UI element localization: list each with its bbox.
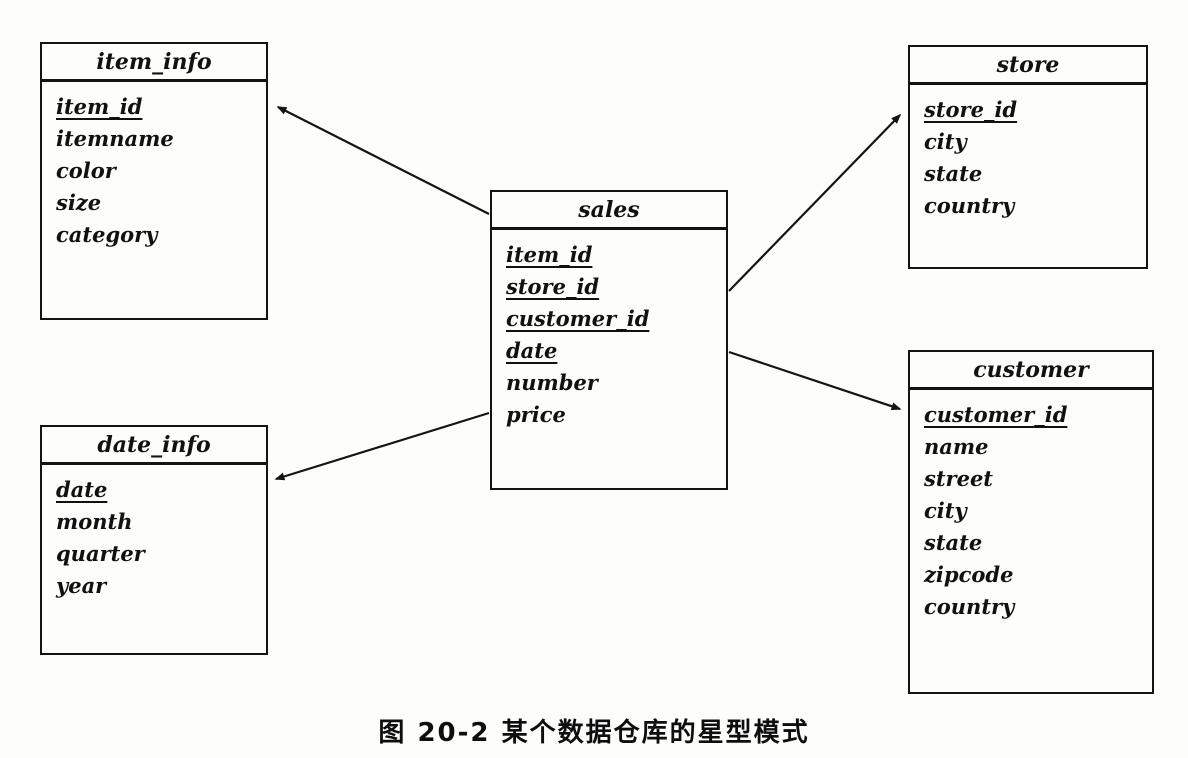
table-field: store_id: [924, 97, 1018, 122]
table-field: number: [506, 370, 598, 395]
table-field: year: [56, 573, 107, 598]
table-field: itemname: [56, 126, 174, 151]
table-title: store: [910, 47, 1146, 85]
table-field: customer_id: [924, 402, 1068, 427]
table-date-info: date_info date month quarter year: [40, 425, 268, 655]
table-title: item_info: [42, 44, 266, 82]
table-title: sales: [492, 192, 726, 230]
table-field: country: [924, 594, 1015, 619]
arrow-sales-to-item-info: [276, 106, 490, 215]
table-field: city: [924, 129, 967, 154]
table-item-info: item_info item_id itemname color size ca…: [40, 42, 268, 320]
table-field: color: [56, 158, 116, 183]
arrow-sales-to-customer: [728, 350, 902, 411]
table-field: state: [924, 530, 983, 555]
table-field: date: [506, 338, 558, 363]
figure-caption: 图 20-2 某个数据仓库的星型模式: [378, 718, 810, 748]
table-field: zipcode: [924, 562, 1014, 587]
field-list: customer_id name street city state zipco…: [910, 390, 1152, 631]
table-field: category: [56, 222, 158, 247]
arrow-sales-to-store: [728, 113, 902, 292]
table-sales: sales item_id store_id customer_id date …: [490, 190, 728, 490]
table-field: customer_id: [506, 306, 650, 331]
table-field: street: [924, 466, 994, 491]
table-field: item_id: [56, 94, 143, 119]
table-field: name: [924, 434, 989, 459]
table-field: item_id: [506, 242, 593, 267]
table-customer: customer customer_id name street city st…: [908, 350, 1154, 694]
table-field: quarter: [56, 541, 145, 566]
field-list: item_id store_id customer_id date number…: [492, 230, 726, 439]
table-field: size: [56, 190, 102, 215]
field-list: date month quarter year: [42, 465, 266, 610]
table-field: city: [924, 498, 967, 523]
table-store: store store_id city state country: [908, 45, 1148, 269]
table-field: price: [506, 402, 566, 427]
arrow-sales-to-date-info: [274, 411, 490, 481]
table-field: month: [56, 509, 133, 534]
table-field: state: [924, 161, 983, 186]
table-title: date_info: [42, 427, 266, 465]
table-field: country: [924, 193, 1015, 218]
field-list: item_id itemname color size category: [42, 82, 266, 259]
table-field: store_id: [506, 274, 600, 299]
field-list: store_id city state country: [910, 85, 1146, 230]
table-title: customer: [910, 352, 1152, 390]
table-field: date: [56, 477, 108, 502]
